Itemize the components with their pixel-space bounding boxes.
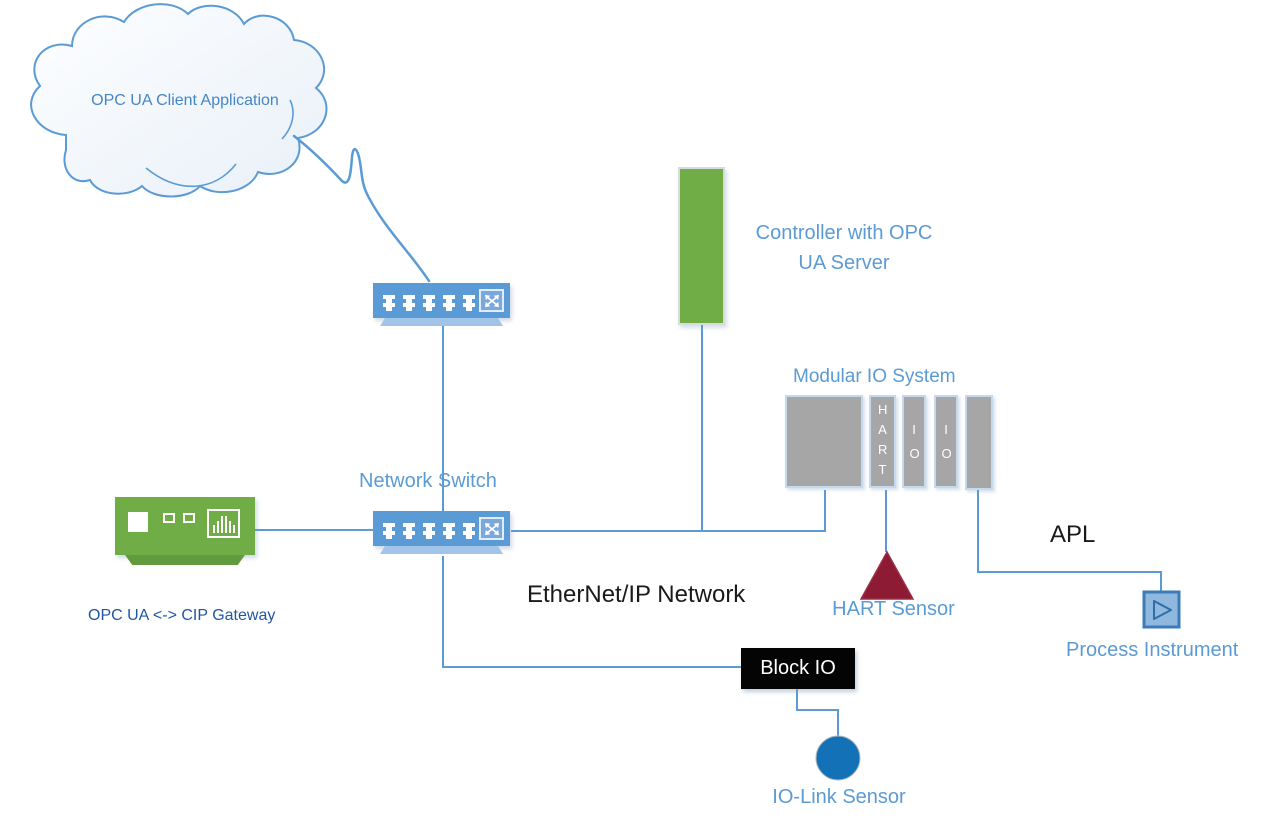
apl-label: APL	[1050, 521, 1096, 548]
hart-module-label: HART	[878, 402, 888, 477]
switch-chassis	[373, 511, 510, 546]
cloud-shape	[30, 3, 328, 198]
block-io-label: Block IO	[760, 657, 836, 679]
ethernet-port-icon	[423, 530, 435, 539]
ethernet-port-icon	[443, 294, 455, 303]
switch-to-blockio-connector	[442, 556, 741, 668]
switch-chassis	[373, 283, 510, 318]
process-instrument-play-icon	[1153, 600, 1172, 620]
cloud-inner-arc-bottom	[145, 163, 237, 188]
ethernet-port-icon	[403, 294, 415, 303]
ethernet-network-label: EtherNet/IP Network	[527, 581, 746, 608]
ethernet-port-icon	[383, 302, 395, 311]
ethernet-port-icon	[383, 530, 395, 539]
cloud-to-switch-connector	[292, 134, 431, 283]
io-link-sensor-circle	[815, 735, 861, 781]
blockio-to-sensor-connector	[796, 689, 839, 736]
io-module-label: IO	[909, 421, 920, 461]
cloud-label: OPC UA Client Application	[91, 92, 279, 109]
ethernet-port-icon	[383, 294, 395, 303]
ethernet-port-icon	[443, 302, 455, 311]
hart-module: HART	[869, 395, 896, 488]
io-module-label: IO	[941, 421, 952, 461]
cloud-inner-arc-right	[281, 99, 294, 140]
process-instrument-label: Process Instrument	[1066, 639, 1239, 661]
crossed-arrows-icon	[479, 289, 504, 312]
switch-stand	[380, 546, 503, 554]
gateway-device	[115, 497, 255, 555]
io-head-module	[785, 395, 863, 488]
top-network-switch	[373, 283, 510, 326]
switch-ports	[383, 294, 475, 311]
gateway-connector-icon	[207, 509, 240, 538]
switch-ports	[383, 522, 475, 539]
network-switch-label: Network Switch	[359, 470, 497, 492]
gateway-stand	[125, 555, 245, 565]
ethernet-port-icon	[403, 522, 415, 531]
ethernet-port-icon	[423, 302, 435, 311]
gateway-led-icon	[183, 513, 195, 523]
io-module: IO	[902, 395, 926, 488]
crossed-arrows-icon	[479, 517, 504, 540]
ethernet-port-icon	[443, 522, 455, 531]
ethernet-port-icon	[423, 294, 435, 303]
ethernet-port-icon	[383, 522, 395, 531]
hart-sensor-label: HART Sensor	[832, 598, 955, 620]
process-instrument-icon	[1142, 590, 1181, 629]
network-switch	[373, 511, 510, 554]
apl-module	[965, 395, 993, 490]
apl-connector	[977, 490, 1162, 591]
controller-label: Controller with OPC UA Server	[755, 222, 933, 274]
io-link-sensor-label: IO-Link Sensor	[772, 786, 906, 808]
gateway-screen-icon	[128, 512, 148, 532]
block-io-box: Block IO	[741, 648, 855, 689]
ethernet-port-icon	[463, 530, 475, 539]
ethernet-port-icon	[463, 302, 475, 311]
modular-io-label: Modular IO System	[793, 366, 956, 387]
controller-shape	[678, 167, 725, 325]
ethernet-port-icon	[463, 294, 475, 303]
gateway-led-icon	[163, 513, 175, 523]
switch-stand	[380, 318, 503, 326]
ethernet-port-icon	[423, 522, 435, 531]
gateway-label: OPC UA <-> CIP Gateway	[88, 607, 276, 624]
ethernet-port-icon	[443, 530, 455, 539]
ethernet-port-icon	[403, 530, 415, 539]
ethernet-backbone-connector	[511, 490, 826, 532]
hart-sensor-triangle	[859, 550, 915, 600]
ethernet-port-icon	[463, 522, 475, 531]
ethernet-port-icon	[403, 302, 415, 311]
io-module: IO	[934, 395, 958, 488]
